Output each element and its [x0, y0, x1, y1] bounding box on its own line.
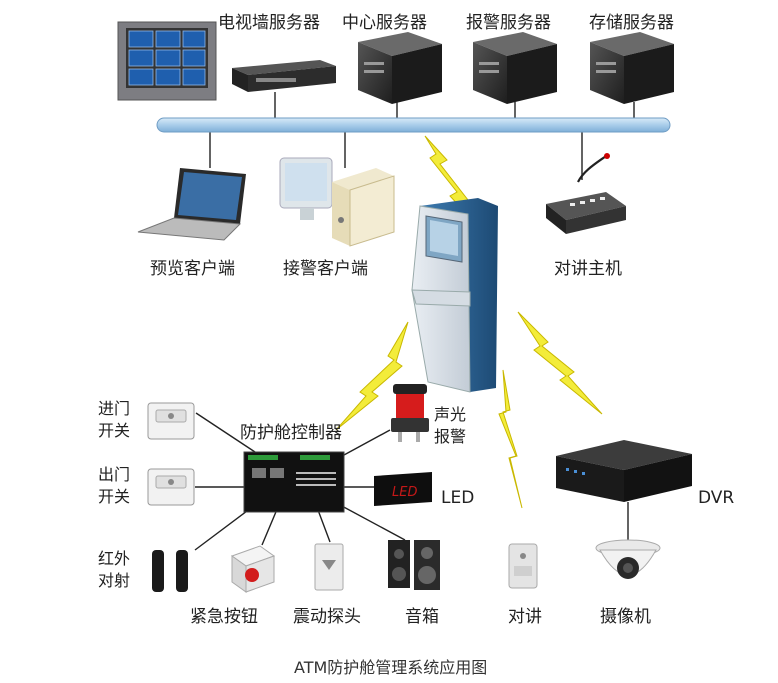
controller-label: 防护舱控制器 — [240, 423, 342, 443]
intercom-terminal-icon — [508, 543, 538, 589]
laptop-icon — [137, 168, 246, 241]
storage-server-icon — [590, 32, 674, 104]
center-server-label: 中心服务器 — [342, 13, 427, 33]
bolt-intercom — [498, 369, 523, 509]
dvr-label: DVR — [698, 488, 735, 508]
atm-kiosk-icon — [411, 198, 498, 393]
intercom-label: 对讲 — [508, 607, 542, 627]
speaker-label: 音箱 — [405, 607, 439, 627]
dvr-icon — [556, 440, 692, 502]
infrared-label-line2: 对射 — [98, 571, 131, 590]
vibration-probe-icon — [314, 543, 344, 591]
video-wall-server-label: 电视墙服务器 — [218, 13, 320, 33]
vibration-probe-label: 震动探头 — [293, 607, 361, 627]
intercom-host-icon — [546, 153, 626, 234]
bolt-controller — [335, 321, 409, 431]
emergency-button-icon — [230, 545, 276, 593]
entry-switch-icon — [147, 402, 195, 440]
strobe-alarm-label-line1: 声光 — [434, 405, 467, 424]
strobe-alarm-label: 声光 报警 — [434, 404, 466, 448]
storage-server-label: 存储服务器 — [589, 13, 674, 33]
dome-camera-icon — [595, 539, 661, 579]
exit-switch-label: 出门 开关 — [98, 464, 130, 508]
diagram-caption: ATM防护舱管理系统应用图 — [294, 658, 488, 677]
alarm-server-icon — [473, 32, 557, 104]
controller-board-icon — [243, 451, 345, 513]
infrared-beam-icon — [152, 550, 188, 592]
video-wall-icon — [117, 21, 217, 101]
strobe-alarm-label-line2: 报警 — [434, 427, 467, 446]
speaker-icon — [388, 540, 440, 590]
video-wall-server-icon — [232, 60, 336, 92]
entry-switch-label-line2: 开关 — [98, 421, 131, 440]
infrared-label: 红外 对射 — [98, 548, 130, 592]
network-bus — [156, 117, 671, 133]
strobe-alarm-icon — [391, 384, 429, 442]
exit-switch-label-line1: 出门 — [98, 465, 131, 484]
entry-switch-label-line1: 进门 — [98, 399, 131, 418]
exit-switch-label-line2: 开关 — [98, 487, 131, 506]
alarm-server-label: 报警服务器 — [466, 13, 551, 33]
entry-switch-label: 进门 开关 — [98, 398, 130, 442]
bolt-dvr — [517, 311, 603, 415]
center-server-icon — [358, 32, 442, 104]
preview-client-label: 预览客户端 — [150, 259, 235, 279]
desktop-pc-icon — [279, 157, 395, 247]
led-label: LED — [441, 488, 475, 508]
infrared-label-line1: 红外 — [98, 549, 131, 568]
intercom-host-label: 对讲主机 — [554, 259, 622, 279]
led-display-text: LED — [392, 485, 417, 500]
camera-label: 摄像机 — [600, 607, 651, 627]
exit-switch-icon — [147, 468, 195, 506]
alarm-receive-client-label: 接警客户端 — [283, 259, 368, 279]
emergency-button-label: 紧急按钮 — [190, 607, 258, 627]
led-display-icon: LED — [374, 472, 432, 506]
